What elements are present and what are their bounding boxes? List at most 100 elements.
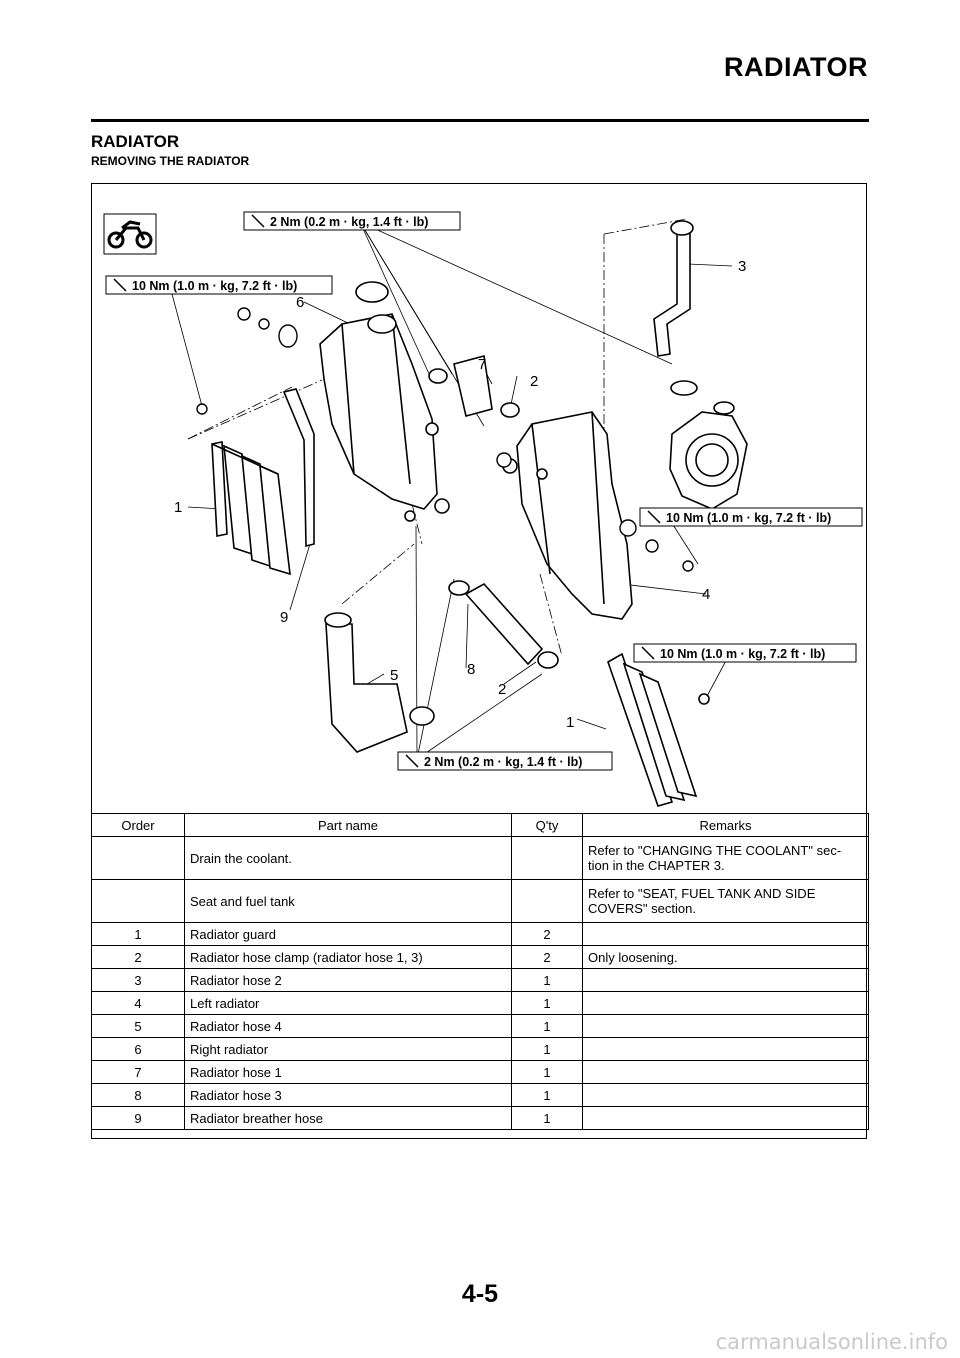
torque-label-upper-left: 10 Nm (1.0 m · kg, 7.2 ft · lb) xyxy=(105,275,333,295)
remarks-cell xyxy=(582,1060,869,1084)
callout-7: 7 xyxy=(478,356,486,373)
part-name-cell: Right radiator xyxy=(184,1037,512,1061)
callout-6: 6 xyxy=(296,294,304,311)
table-row: Drain the coolant. Refer to "CHANGING THE… xyxy=(91,836,869,880)
cylinder-head xyxy=(669,401,748,510)
header-rule xyxy=(91,119,869,122)
order-cell: 1 xyxy=(91,922,185,946)
part-name-cell: Radiator hose 4 xyxy=(184,1014,512,1038)
part-name-cell: Drain the coolant. xyxy=(184,836,512,880)
order-cell xyxy=(91,836,185,880)
content-frame xyxy=(91,183,867,1139)
callout-8: 8 xyxy=(467,661,475,678)
qty-cell: 1 xyxy=(511,1037,583,1061)
part-name-cell: Radiator breather hose xyxy=(184,1106,512,1130)
qty-cell: 1 xyxy=(511,968,583,992)
qty-cell: 1 xyxy=(511,1106,583,1130)
part-name-cell: Radiator hose 1 xyxy=(184,1060,512,1084)
callout-2-lower: 2 xyxy=(498,681,506,698)
hoses xyxy=(282,220,698,753)
torque-label-bottom: 2 Nm (0.2 m · kg, 1.4 ft · lb) xyxy=(397,751,613,771)
remarks-cell xyxy=(582,1037,869,1061)
part-name-cell: Radiator hose 3 xyxy=(184,1083,512,1107)
table-row: Seat and fuel tank Refer to "SEAT, FUEL T… xyxy=(91,879,869,923)
motorcycle-icon xyxy=(103,213,157,255)
torque-label-right-middle: 10 Nm (1.0 m · kg, 7.2 ft · lb) xyxy=(639,507,863,527)
left-radiator xyxy=(502,411,633,620)
callout-numbers: 1 1 2 2 3 4 5 6 7 8 9 xyxy=(174,258,746,731)
callout-4: 4 xyxy=(702,586,710,603)
radiator-guard-left xyxy=(211,441,291,576)
header-order: Order xyxy=(91,813,185,837)
header-remarks: Remarks xyxy=(582,813,869,837)
radiator-guard-right xyxy=(607,652,710,807)
qty-cell: 1 xyxy=(511,1083,583,1107)
order-cell: 9 xyxy=(91,1106,185,1130)
torque-label-text: 10 Nm (1.0 m · kg, 7.2 ft · lb) xyxy=(666,511,831,525)
torque-label-right-lower: 10 Nm (1.0 m · kg, 7.2 ft · lb) xyxy=(633,643,857,663)
remarks-cell: Refer to "SEAT, FUEL TANK AND SIDE COVER… xyxy=(582,879,869,923)
callout-1-left: 1 xyxy=(174,499,182,516)
exploded-diagram: 2 Nm (0.2 m · kg, 1.4 ft · lb) 10 Nm (1.… xyxy=(103,211,863,807)
order-cell: 7 xyxy=(91,1060,185,1084)
order-cell xyxy=(91,879,185,923)
right-radiator xyxy=(319,281,450,522)
order-cell: 8 xyxy=(91,1083,185,1107)
torque-label-text: 10 Nm (1.0 m · kg, 7.2 ft · lb) xyxy=(660,647,825,661)
header-part-name: Part name xyxy=(184,813,512,837)
qty-cell: 2 xyxy=(511,945,583,969)
remarks-cell: Only loosening. xyxy=(582,945,869,969)
qty-cell xyxy=(511,836,583,880)
qty-cell: 1 xyxy=(511,1014,583,1038)
remarks-cell xyxy=(582,991,869,1015)
torque-label-text: 10 Nm (1.0 m · kg, 7.2 ft · lb) xyxy=(132,279,297,293)
qty-cell: 1 xyxy=(511,991,583,1015)
remarks-cell xyxy=(582,1083,869,1107)
part-name-cell: Seat and fuel tank xyxy=(184,879,512,923)
parts-table: Order Part name Q'ty Remarks Drain the c… xyxy=(91,813,869,1130)
footer-watermark: carmanualsonline.info xyxy=(715,1330,948,1354)
order-cell: 3 xyxy=(91,968,185,992)
callout-9: 9 xyxy=(280,609,288,626)
remarks-cell xyxy=(582,1014,869,1038)
remarks-cell xyxy=(582,922,869,946)
qty-cell: 1 xyxy=(511,1060,583,1084)
table-body: Drain the coolant. Refer to "CHANGING THE… xyxy=(91,836,869,1130)
table-header-row: Order Part name Q'ty Remarks xyxy=(91,813,869,837)
part-name-cell: Radiator hose 2 xyxy=(184,968,512,992)
section-title: RADIATOR xyxy=(91,132,180,151)
torque-label-text: 2 Nm (0.2 m · kg, 1.4 ft · lb) xyxy=(270,215,428,229)
order-cell: 5 xyxy=(91,1014,185,1038)
bolts xyxy=(196,307,694,572)
remarks-cell xyxy=(582,1106,869,1130)
part-name-cell: Left radiator xyxy=(184,991,512,1015)
page-number: 4-5 xyxy=(461,1280,499,1308)
remarks-cell: Refer to "CHANGING THE COOLANT" sec- tio… xyxy=(582,836,869,880)
part-name-cell: Radiator hose clamp (radiator hose 1, 3) xyxy=(184,945,512,969)
page-header-title: RADIATOR xyxy=(724,52,868,82)
callout-5: 5 xyxy=(390,667,398,684)
order-cell: 6 xyxy=(91,1037,185,1061)
torque-label-text: 2 Nm (0.2 m · kg, 1.4 ft · lb) xyxy=(424,755,582,769)
remarks-cell xyxy=(582,968,869,992)
part-name-cell: Radiator guard xyxy=(184,922,512,946)
order-cell: 2 xyxy=(91,945,185,969)
qty-cell xyxy=(511,879,583,923)
callout-2-upper: 2 xyxy=(530,373,538,390)
torque-label-top: 2 Nm (0.2 m · kg, 1.4 ft · lb) xyxy=(243,211,461,231)
section-subtitle: REMOVING THE RADIATOR xyxy=(91,154,250,168)
order-cell: 4 xyxy=(91,991,185,1015)
qty-cell: 2 xyxy=(511,922,583,946)
header-qty: Q'ty xyxy=(511,813,583,837)
callout-3: 3 xyxy=(738,258,746,275)
callout-1-right: 1 xyxy=(566,714,574,731)
